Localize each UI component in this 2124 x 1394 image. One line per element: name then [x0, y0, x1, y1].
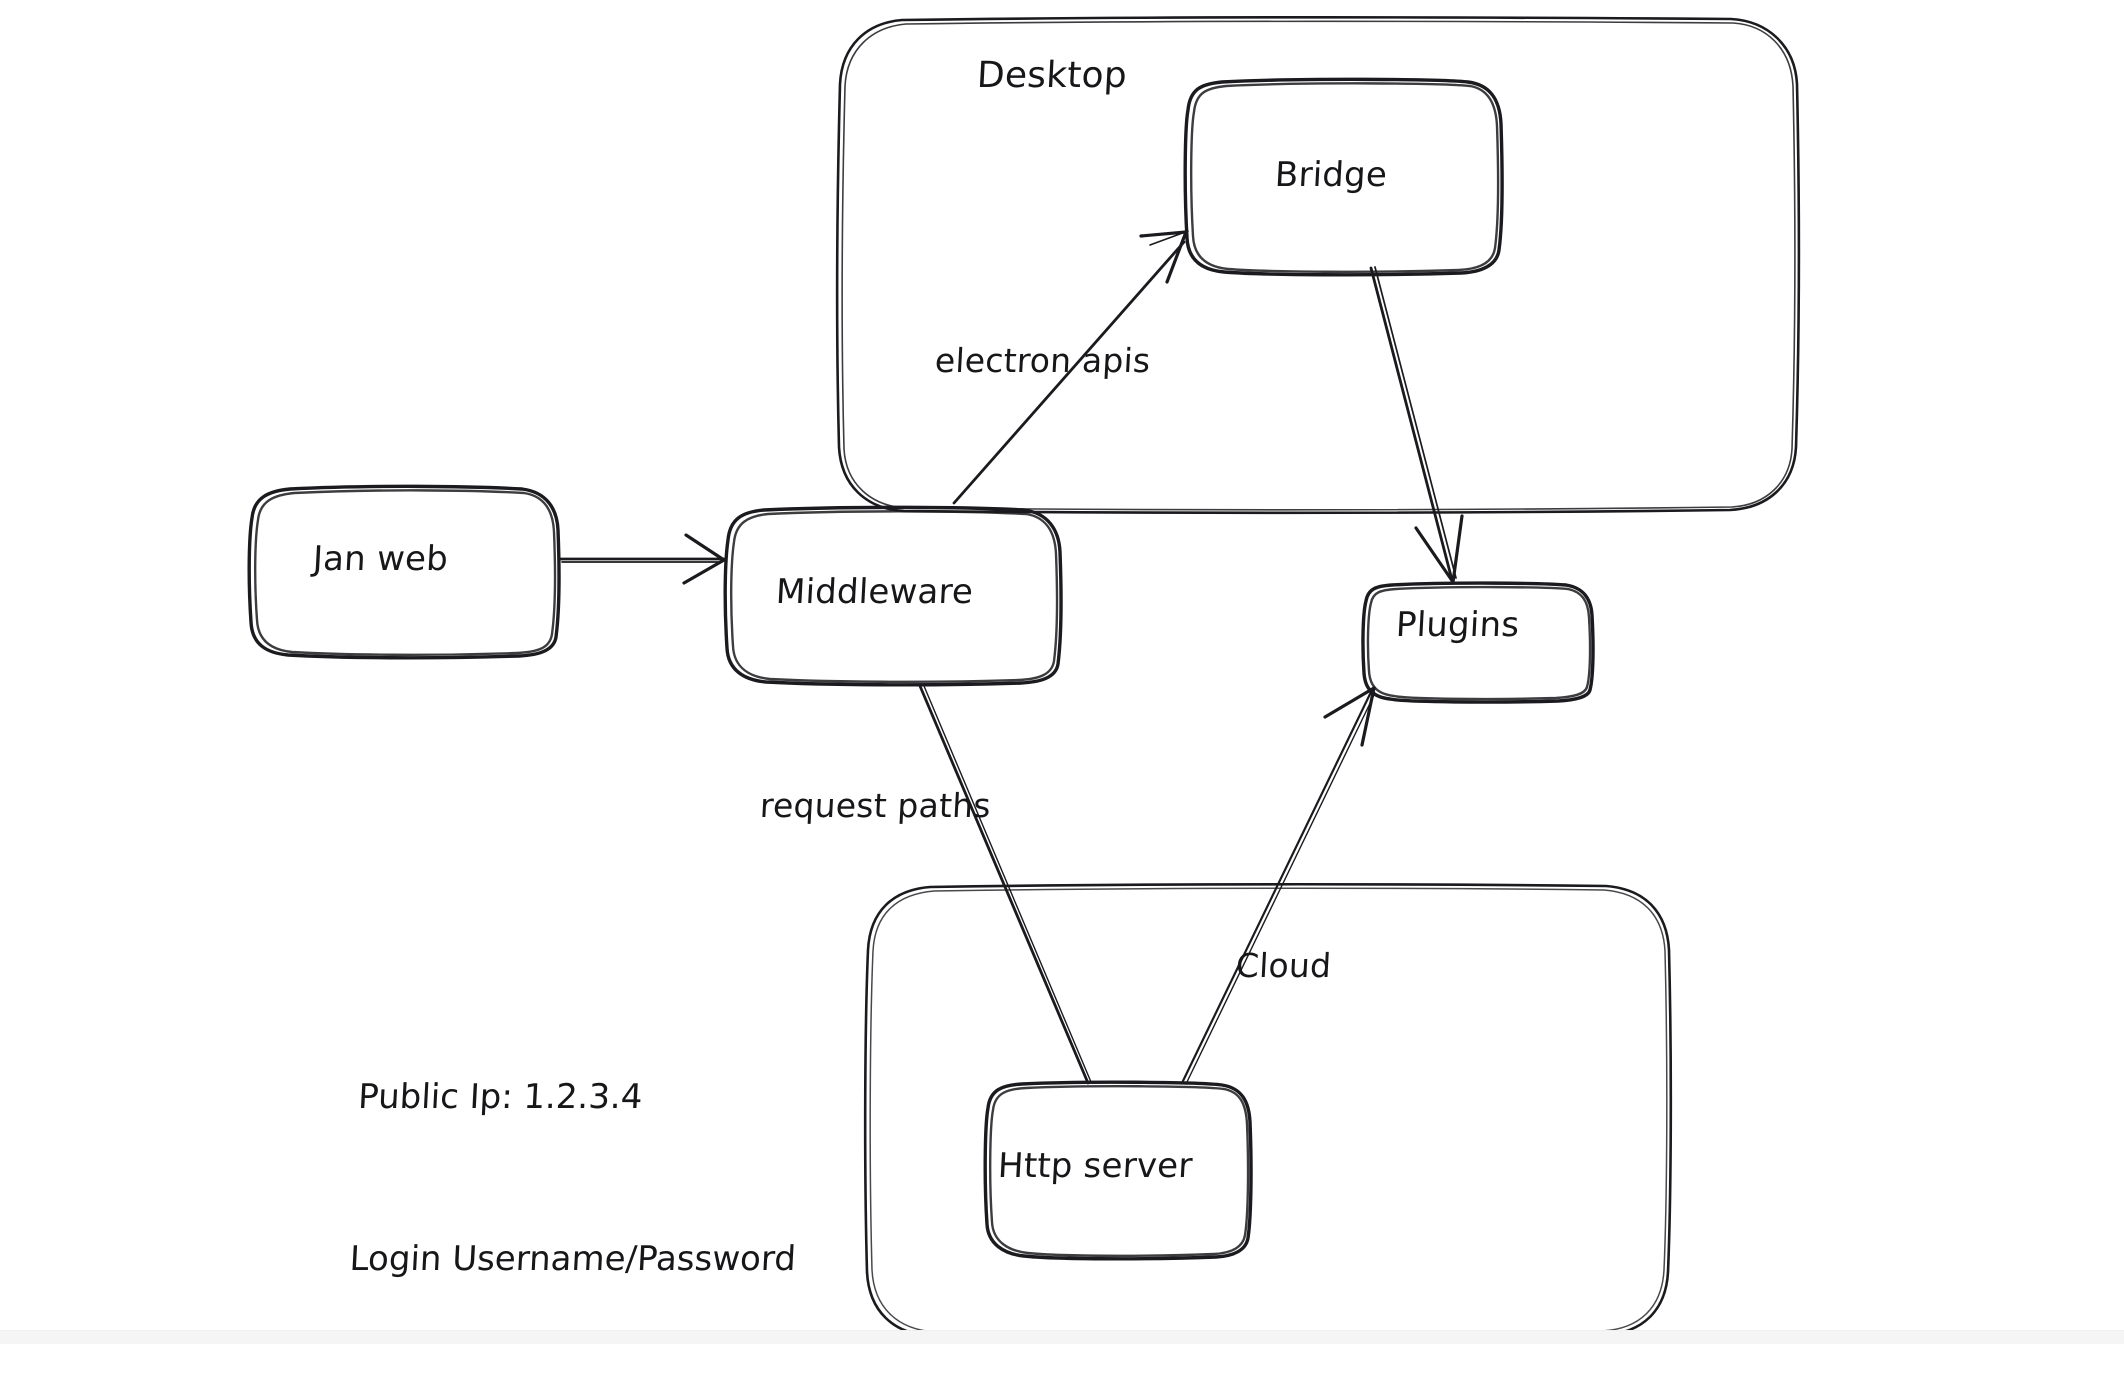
diagram-strokes [247, 15, 1801, 1340]
note-login: Login Username/Password [348, 1239, 797, 1279]
node-label-plugins[interactable]: Plugins [1394, 605, 1521, 645]
bottom-status-strip [0, 1330, 2124, 1344]
node-http-server-outline [983, 1080, 1253, 1261]
edge-middleware-to-http-server [918, 684, 1092, 1085]
note-public-ip: Public Ip: 1.2.3.4 [357, 1077, 644, 1117]
edge-label-electron-apis: electron apis [933, 341, 1152, 380]
node-label-jan-web[interactable]: Jan web [311, 539, 449, 579]
edge-middleware-to-bridge [952, 230, 1189, 505]
group-desktop-outline [835, 15, 1801, 515]
edge-label-request-paths: request paths [758, 786, 992, 825]
diagram-canvas: Desktop Jan web Middleware Bridge Plugin… [0, 15, 2124, 1344]
node-middleware-outline [723, 505, 1063, 687]
edge-bridge-to-plugins [1369, 266, 1464, 584]
node-label-middleware[interactable]: Middleware [774, 572, 975, 612]
edge-jan-web-to-middleware [558, 533, 726, 585]
node-jan-web-outline [247, 484, 561, 660]
node-bridge-outline [1183, 77, 1504, 277]
node-plugins-outline [1361, 581, 1595, 704]
node-label-http-server[interactable]: Http server [996, 1146, 1194, 1186]
group-label-desktop: Desktop [975, 55, 1128, 96]
edge-http-server-to-plugins [1180, 686, 1376, 1085]
node-label-bridge[interactable]: Bridge [1273, 155, 1389, 195]
edge-label-cloud: Cloud [1234, 946, 1333, 985]
